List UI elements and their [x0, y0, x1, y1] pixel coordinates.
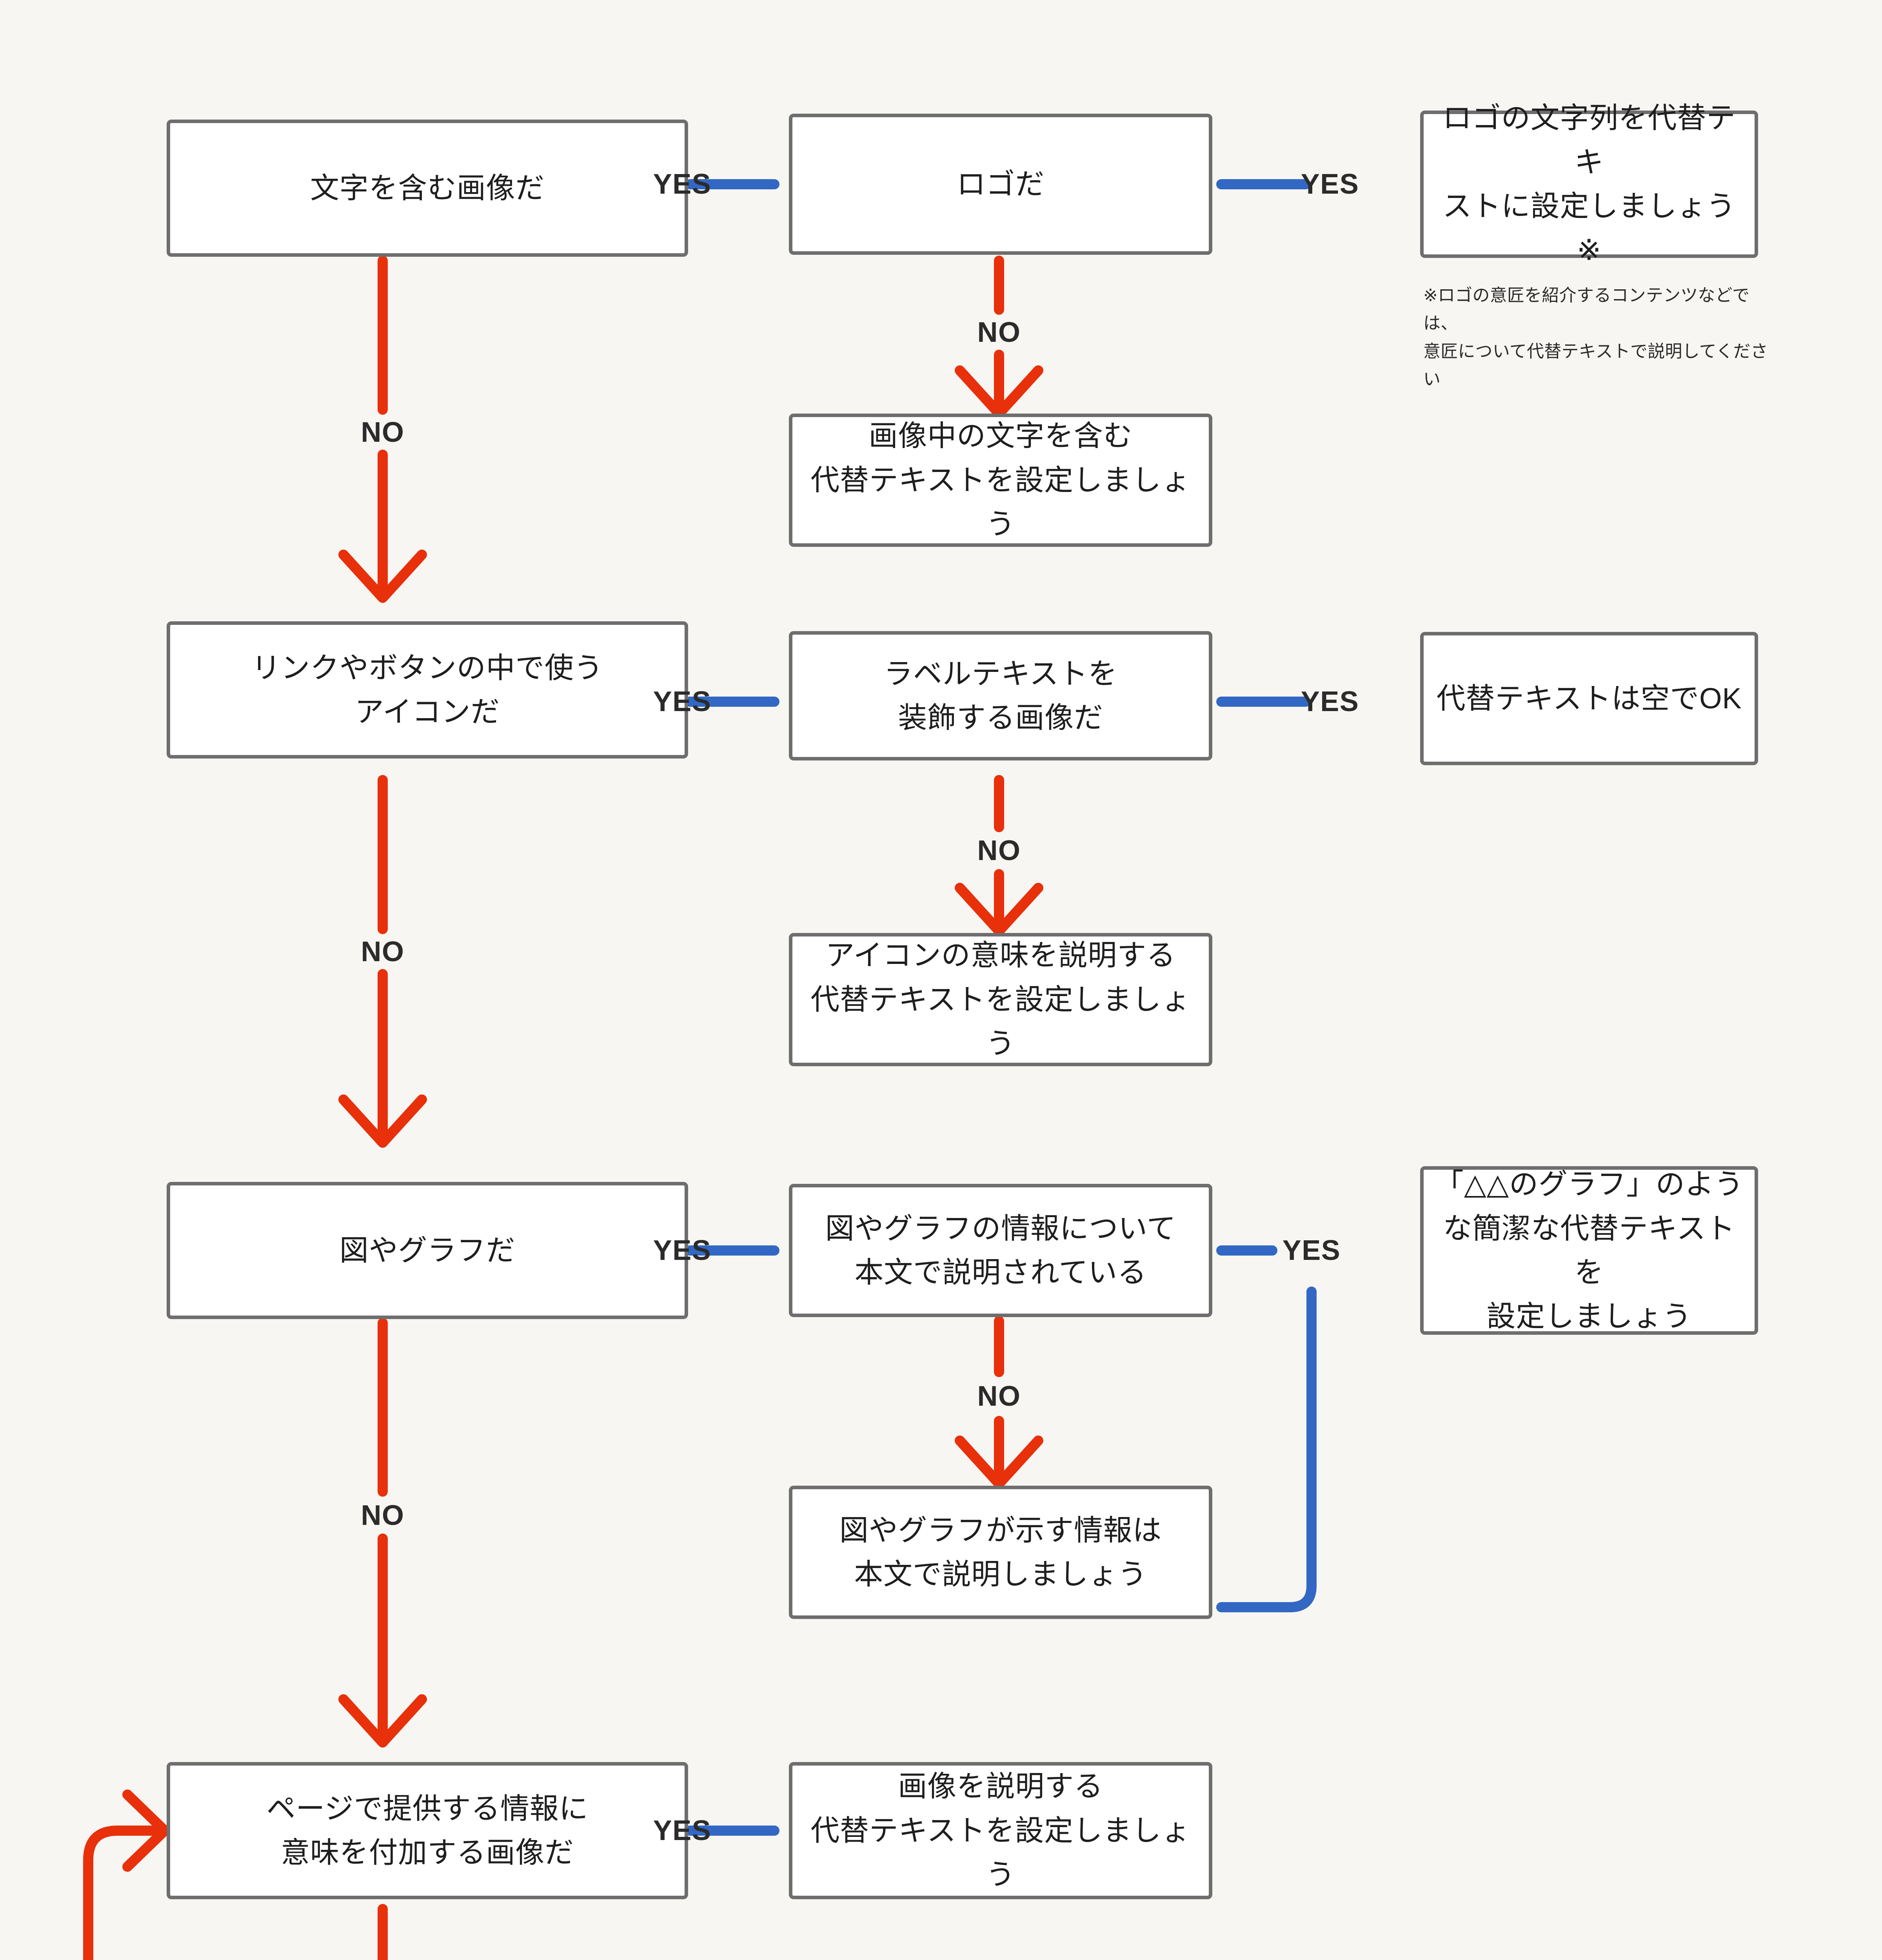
edge-q1-no: [338, 256, 427, 603]
node-q1-yes-no[interactable]: 画像中の文字を含む 代替テキストを設定しましょう: [789, 414, 1212, 547]
node-q3[interactable]: 図やグラフだ: [167, 1182, 688, 1319]
footnote-logo: ※ロゴの意匠を紹介するコンテンツなどでは、 意匠について代替テキストで説明してく…: [1423, 286, 1768, 389]
edge-q2-no: [338, 775, 427, 1148]
edge-q3no-merge: [1216, 1287, 1317, 1612]
edge-label-r3-mid-no: NO: [977, 1381, 1021, 1412]
edge-label-r2-no-down: NO: [361, 936, 405, 967]
node-q3-yes-yes[interactable]: 「△△のグラフ」のよう な簡潔な代替テキストを 設定しましょう: [1420, 1166, 1758, 1335]
node-q2-yes-no[interactable]: アイコンの意味を説明する 代替テキストを設定しましょう: [789, 933, 1212, 1066]
node-q4[interactable]: ページで提供する情報に 意味を付加する画像だ: [167, 1762, 688, 1899]
edge-label-r4-yes: YES: [653, 1815, 712, 1846]
node-q3-yes[interactable]: 図やグラフの情報について 本文で説明されている: [789, 1184, 1212, 1317]
edge-label-r1-mid-no: NO: [977, 317, 1021, 348]
node-q2-yes-yes[interactable]: 代替テキストは空でOK: [1420, 632, 1758, 765]
edge-label-r1-yes-b: YES: [1301, 169, 1359, 200]
edge-q3-no: [338, 1318, 427, 1748]
node-q2-yes[interactable]: ラベルテキストを 装飾する画像だ: [789, 631, 1212, 760]
edge-label-r3-yes-b: YES: [1282, 1235, 1341, 1266]
edge-label-r2-yes-a: YES: [653, 686, 712, 717]
edge-q2yes-no: [955, 775, 1043, 936]
node-q1-yes[interactable]: ロゴだ: [789, 114, 1212, 255]
edge-label-r1-no-down: NO: [361, 417, 405, 448]
edge-label-r3-yes-a: YES: [653, 1235, 712, 1266]
edge-q3yes-no: [955, 1316, 1043, 1489]
node-q1[interactable]: 文字を含む画像だ: [167, 120, 688, 257]
edge-label-r2-mid-no: NO: [977, 835, 1021, 866]
edge-label-r1-yes-a: YES: [653, 169, 712, 200]
edge-q4-no: [378, 1904, 388, 1960]
edge-q5-no-loopback: [83, 1789, 170, 1960]
node-q1-yes-yes[interactable]: ロゴの文字列を代替テキ ストに設定しましょう※: [1420, 102, 1758, 266]
node-q4-yes[interactable]: 画像を説明する 代替テキストを設定しましょう: [789, 1762, 1212, 1899]
node-q2[interactable]: リンクやボタンの中で使う アイコンだ: [167, 621, 688, 759]
edge-label-r3-no-down: NO: [361, 1500, 405, 1531]
node-q3-yes-no[interactable]: 図やグラフが示す情報は 本文で説明しましょう: [789, 1486, 1212, 1619]
edge-label-r2-yes-b: YES: [1301, 686, 1359, 717]
